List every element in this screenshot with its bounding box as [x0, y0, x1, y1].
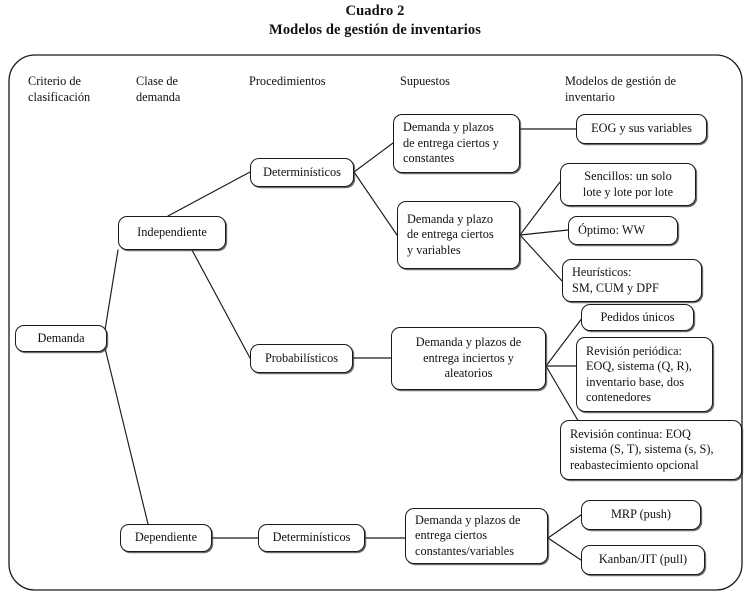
node-modelo-sencillos[interactable]: Sencillos: un solo lote y lote por lote: [560, 163, 696, 206]
node-supuesto-ciertos-constantes[interactable]: Demanda y plazos de entrega ciertos y co…: [393, 114, 520, 173]
edge-supdep-mrp: [547, 514, 582, 539]
node-deterministicos-bottom[interactable]: Determinísticos: [258, 524, 365, 552]
node-deterministicos-top[interactable]: Determinísticos: [250, 158, 354, 187]
edge-supinc-pedidos: [545, 312, 587, 367]
node-supuesto-ciertos-variables[interactable]: Demanda y plazo de entrega ciertos y var…: [397, 201, 520, 269]
edge-independiente-det: [167, 171, 251, 217]
node-demanda[interactable]: Demanda: [15, 325, 107, 352]
edge-det-sup-var: [353, 171, 398, 236]
edge-det-sup-const: [353, 142, 394, 173]
node-supuesto-inciertos-aleatorios[interactable]: Demanda y plazos de entrega inciertos y …: [391, 327, 546, 390]
node-supuesto-dependiente[interactable]: Demanda y plazos de entrega ciertos cons…: [405, 508, 548, 564]
edge-supdep-kanban: [547, 537, 582, 561]
outer-frame: [8, 54, 743, 591]
node-modelo-optimo[interactable]: Óptimo: WW: [568, 216, 678, 245]
node-modelo-eog[interactable]: EOG y sus variables: [576, 114, 707, 144]
node-modelo-revision-periodica[interactable]: Revisión periódica: EOQ, sistema (Q, R),…: [576, 337, 713, 412]
node-dependiente[interactable]: Dependiente: [120, 524, 212, 552]
edge-supvar-sencillos: [519, 181, 561, 236]
column-header-supuestos: Supuestos: [400, 74, 450, 88]
node-independiente[interactable]: Independiente: [118, 216, 226, 250]
edge-demanda-dependiente: [104, 347, 149, 525]
edge-demanda-independiente: [104, 249, 119, 331]
edge-independiente-prob: [191, 249, 251, 359]
column-header-clase: Clase de demanda: [136, 74, 181, 104]
node-modelo-mrp[interactable]: MRP (push): [581, 500, 701, 530]
column-header-procedimientos: Procedimientos: [249, 74, 326, 88]
edge-supvar-optimo: [519, 229, 569, 236]
edge-supvar-heuristicos: [519, 234, 563, 282]
node-modelo-revision-continua[interactable]: Revisión continua: EOQ sistema (S, T), s…: [560, 420, 742, 480]
column-header-modelos: Modelos de gestión de inventario: [565, 74, 676, 104]
chart-title-line2: Modelos de gestión de inventarios: [269, 22, 481, 38]
column-header-criterio: Criterio de clasificación: [28, 74, 91, 104]
node-modelo-pedidos-unicos[interactable]: Pedidos únicos: [581, 304, 694, 331]
node-probabilisticos[interactable]: Probabilísticos: [250, 344, 353, 373]
chart-title-line1: Cuadro 2: [345, 3, 405, 19]
edge-supinc-revcontinua: [545, 365, 581, 425]
node-modelo-kanban[interactable]: Kanban/JIT (pull): [581, 545, 705, 575]
node-modelo-heuristicos[interactable]: Heurísticos: SM, CUM y DPF: [562, 259, 702, 302]
